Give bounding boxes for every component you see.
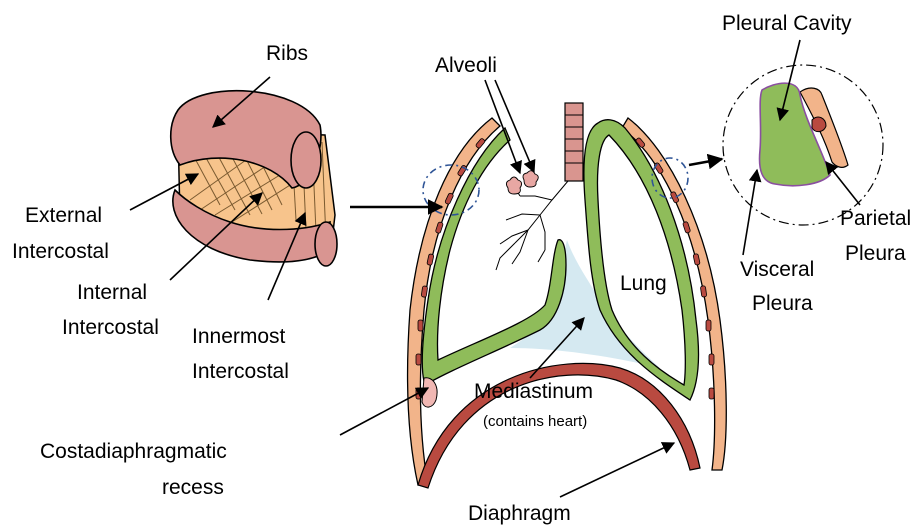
parietal-pleura-label-line2: Pleura: [845, 242, 906, 265]
upper-rib-end: [291, 132, 321, 188]
visceral-pleura-arrow: [743, 170, 757, 255]
costadiaphragmatic-label-line1: Costadiaphragmatic: [40, 440, 227, 463]
lung-label: Lung: [620, 272, 667, 295]
costadiaphragmatic-label-line2: recess: [162, 476, 224, 499]
visceral-pleura-label-line2: Pleura: [752, 292, 813, 315]
diaphragm-arrow: [560, 443, 674, 497]
parietal-pleura-label-line1: Parietal: [840, 207, 911, 230]
rib-block-illustration: [171, 91, 337, 266]
mediastinum-label: Mediastinum: [474, 380, 593, 403]
right-lung: [584, 120, 699, 400]
mediastinum-note-label: (contains heart): [483, 413, 587, 430]
thorax-illustration: [408, 103, 727, 488]
internal-intercostal-label-line1: Internal: [77, 281, 147, 304]
pleura-inset: [723, 65, 883, 225]
inset-rib: [812, 117, 826, 132]
costadiaphragmatic-recess-shape: [422, 378, 437, 407]
alveoli-clusters: [506, 171, 538, 194]
diaphragm-label: Diaphragm: [468, 502, 571, 525]
pleural-cavity-label: Pleural Cavity: [722, 12, 852, 35]
lower-rib-end: [315, 222, 337, 266]
parietal-pleura-arrow: [826, 162, 860, 205]
external-intercostal-label-line2: Intercostal: [12, 240, 109, 263]
innermost-intercostal-label-line2: Intercostal: [192, 360, 289, 383]
external-intercostal-label-line1: External: [25, 204, 102, 227]
ribs-label: Ribs: [266, 42, 308, 65]
internal-intercostal-label-line2: Intercostal: [62, 316, 159, 339]
trachea: [565, 103, 583, 181]
alveoli-label: Alveoli: [435, 54, 497, 77]
visceral-pleura-label-line1: Visceral: [740, 258, 814, 281]
innermost-intercostal-label-line1: Innermost: [192, 325, 286, 348]
thorax-to-inset-arrow: [689, 159, 722, 165]
